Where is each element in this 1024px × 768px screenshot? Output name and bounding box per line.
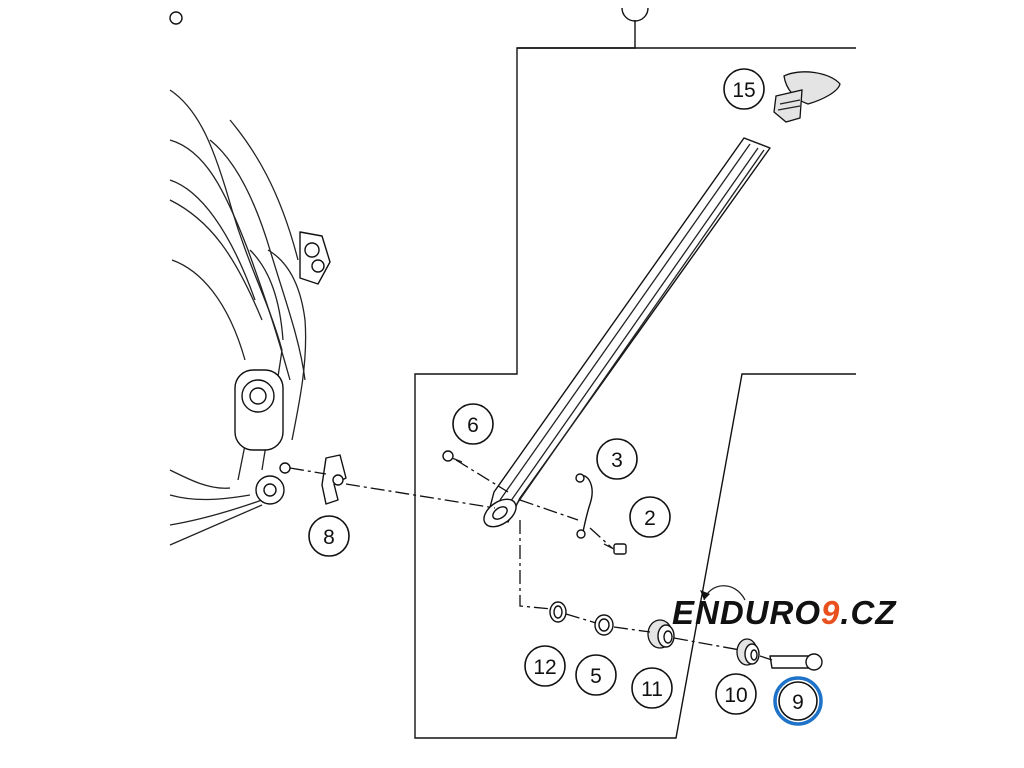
callout-2-label: 2 — [644, 507, 656, 530]
callout-12-label: 12 — [533, 656, 556, 679]
callout-5-label: 5 — [590, 665, 602, 688]
callout-8-label: 8 — [323, 526, 335, 549]
washer-12 — [549, 601, 567, 623]
callout-15: 15 — [723, 68, 765, 110]
callout-15-label: 15 — [732, 79, 755, 102]
watermark-digit: 9 — [821, 594, 840, 631]
watermark-suffix: .CZ — [840, 594, 897, 631]
callout-11: 11 — [631, 667, 673, 709]
bolt-2 — [603, 543, 627, 555]
washer-5 — [594, 614, 614, 636]
callout-11-label: 11 — [641, 678, 663, 701]
callout-10-label: 10 — [724, 684, 747, 707]
bolt-9 — [769, 653, 823, 671]
assembly-lines — [289, 459, 773, 661]
callout-3: 3 — [596, 438, 638, 480]
bushing-10 — [736, 638, 760, 666]
callout-9-highlighted: 9 — [773, 676, 823, 726]
bushing-11 — [647, 619, 675, 649]
callout-8: 8 — [308, 515, 350, 557]
side-stand-leg — [483, 137, 771, 528]
callout-3-label: 3 — [611, 449, 623, 472]
callout-2: 2 — [629, 496, 671, 538]
rubber-foot — [773, 71, 841, 123]
callout-5: 5 — [575, 654, 617, 696]
wing-bolt — [321, 454, 347, 505]
callout-6: 6 — [452, 403, 494, 445]
spring-bracket — [575, 473, 593, 539]
watermark-prefix: ENDURO — [672, 594, 821, 631]
callout-6-label: 6 — [467, 414, 479, 437]
motorcycle-frame — [169, 11, 331, 546]
callout-12: 12 — [524, 645, 566, 687]
assembly-border — [414, 7, 856, 739]
callout-9-label: 9 — [792, 691, 804, 714]
callout-10: 10 — [715, 673, 757, 715]
small-screw — [442, 450, 463, 463]
svg-text:ENDURO9.CZ: ENDURO9.CZ — [672, 594, 897, 631]
enduro9-watermark: ENDURO9.CZ — [672, 594, 897, 631]
